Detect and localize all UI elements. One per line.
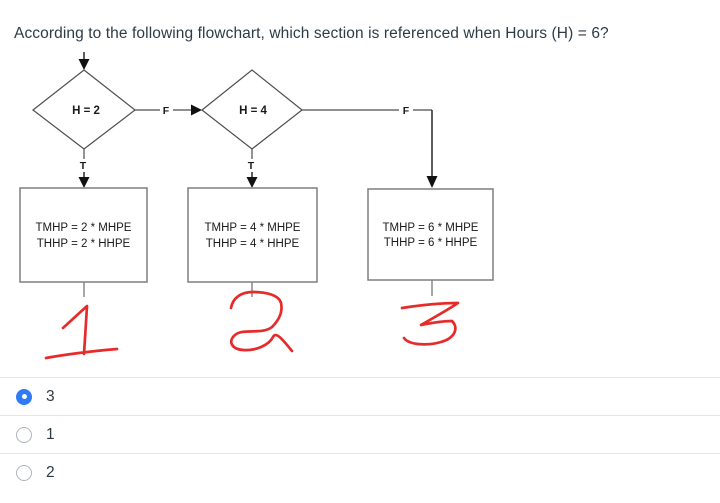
false-label-1: F: [163, 105, 170, 117]
section-box-1: TMHP = 2 * MHPE THHP = 2 * HHPE: [19, 187, 148, 297]
answer-option-2[interactable]: 2: [0, 453, 720, 491]
option-label: 2: [46, 463, 55, 481]
section-2-line-1: TMHP = 4 * MHPE: [205, 222, 301, 234]
decision-diamond-h2: H = 2: [32, 69, 136, 150]
true-arrow-2: T: [246, 149, 258, 188]
option-label: 1: [46, 425, 55, 443]
decision-label-h4: H = 4: [239, 105, 267, 117]
section-box-3: TMHP = 6 * MHPE THHP = 6 * HHPE: [367, 188, 494, 296]
true-label-1: T: [80, 160, 87, 172]
radio-dot: [21, 394, 27, 399]
radio-selected-icon[interactable]: [16, 388, 32, 405]
answer-option-3[interactable]: 3: [0, 377, 720, 415]
section-3-line-1: TMHP = 6 * MHPE: [383, 222, 479, 234]
section-1-line-1: TMHP = 2 * MHPE: [36, 222, 132, 234]
entry-arrow: [78, 52, 90, 70]
true-label-2: T: [248, 160, 255, 172]
radio-unselected-icon[interactable]: [16, 426, 32, 443]
false-path-2: F: [302, 105, 438, 188]
true-arrow-1: T: [78, 149, 90, 188]
false-label-2: F: [403, 105, 410, 117]
handwritten-annotation-1: [44, 304, 119, 360]
answer-option-1[interactable]: 1: [0, 415, 720, 453]
section-3-line-2: THHP = 6 * HHPE: [384, 237, 478, 249]
radio-unselected-icon[interactable]: [16, 464, 32, 481]
handwritten-annotation-3: [400, 301, 460, 346]
section-2-line-2: THHP = 4 * HHPE: [206, 238, 300, 250]
question-text: According to the following flowchart, wh…: [14, 25, 609, 42]
decision-diamond-h4: H = 4: [201, 69, 303, 150]
false-arrow-1: F: [135, 104, 202, 117]
decision-label-h2: H = 2: [72, 105, 100, 117]
handwritten-annotation-2: [229, 290, 294, 353]
option-label: 3: [46, 387, 55, 405]
section-box-2: TMHP = 4 * MHPE THHP = 4 * HHPE: [187, 187, 318, 297]
section-1-line-2: THHP = 2 * HHPE: [37, 238, 131, 250]
flowchart-image: H = 2 F H = 4 F T: [19, 52, 494, 360]
